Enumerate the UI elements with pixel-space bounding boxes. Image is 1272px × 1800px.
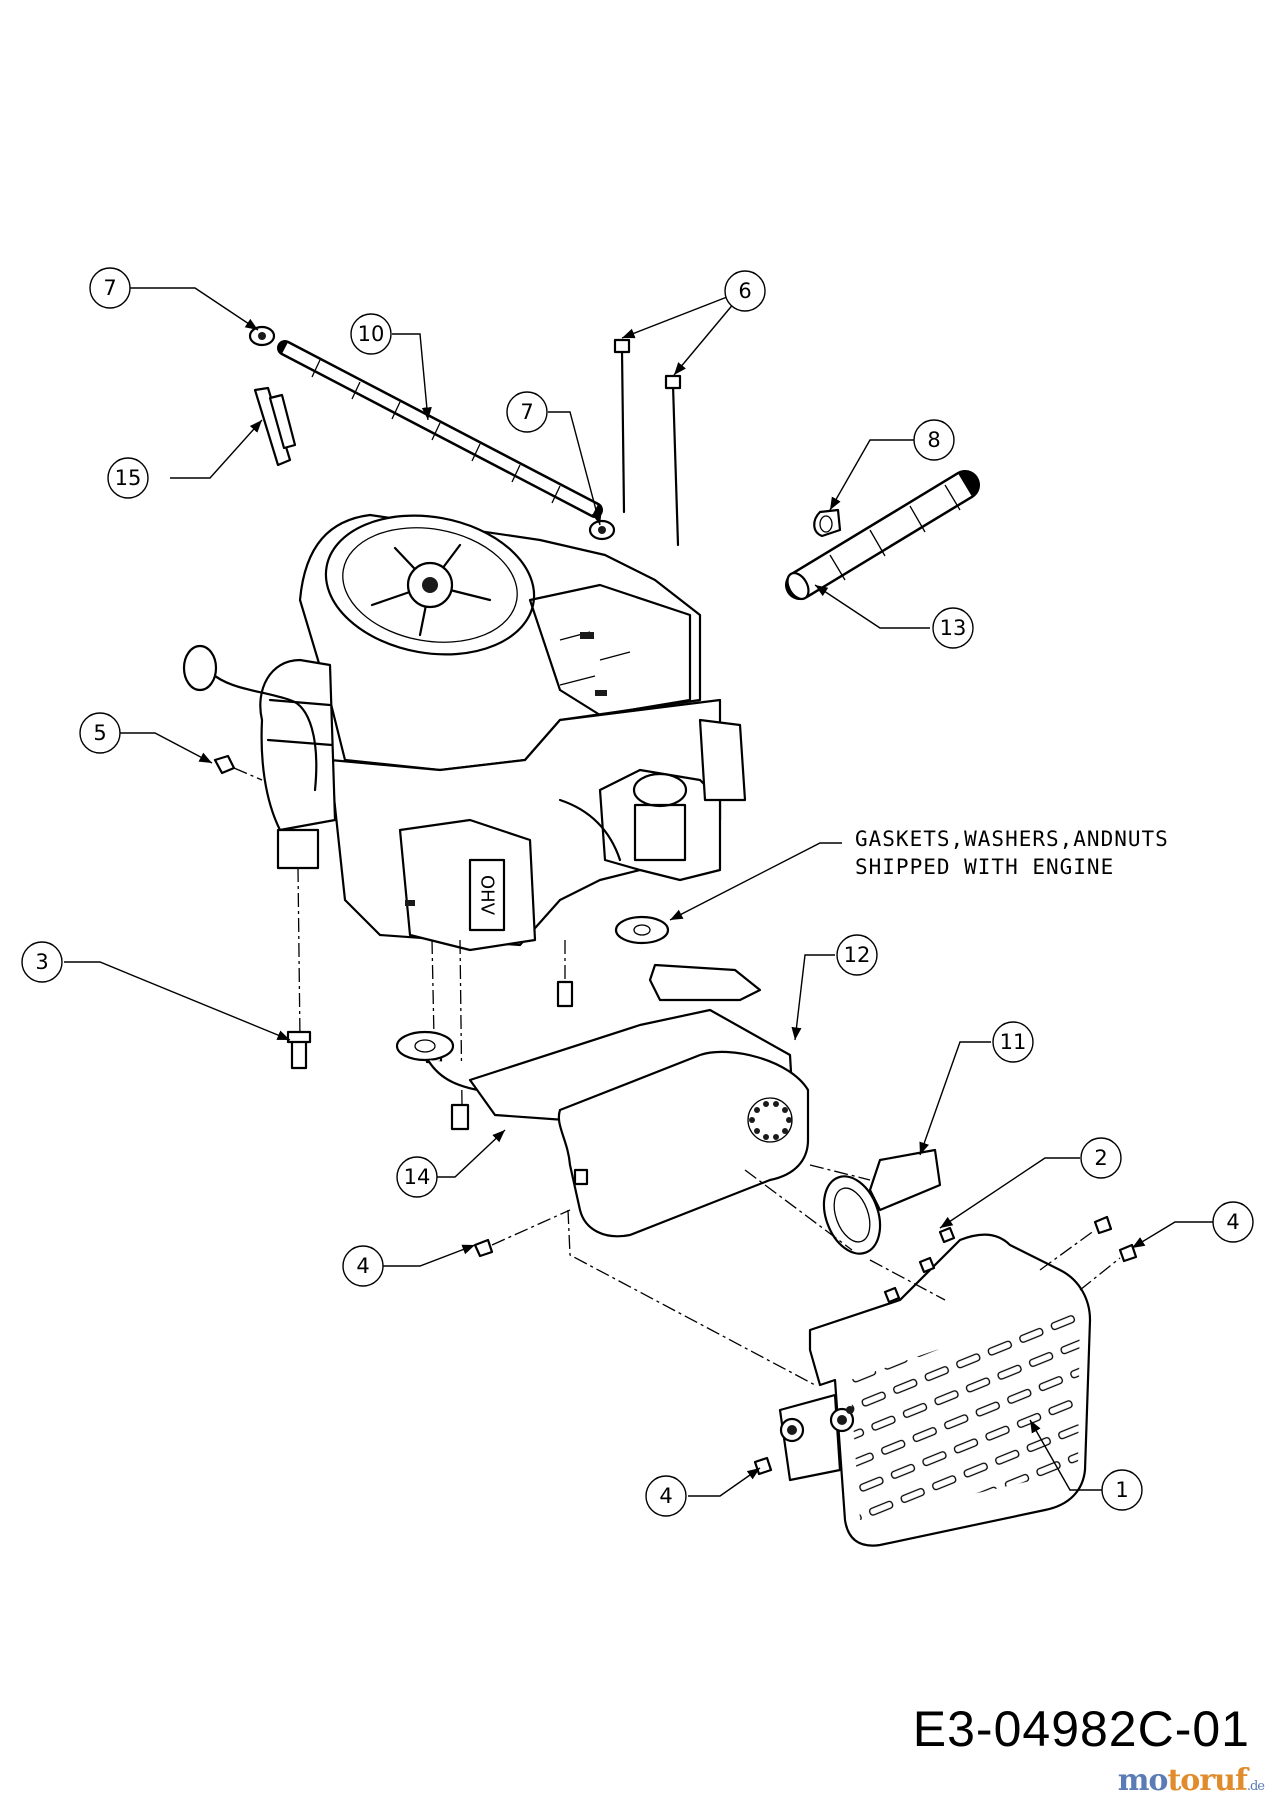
muffler-14: [427, 963, 810, 1238]
callout-label: 6: [738, 279, 751, 303]
callout-label: 2: [1094, 1146, 1107, 1170]
drawing-id: E3-04982C-01: [912, 1701, 1250, 1757]
muffler-guard-1: [778, 1233, 1092, 1547]
watermark-part-2: toruf: [1167, 1763, 1247, 1798]
callout-label: 4: [356, 1254, 369, 1278]
watermark-suffix: .de: [1246, 1779, 1265, 1794]
muffler-holes-icon: [749, 1101, 792, 1140]
callout-4-left: 4: [342, 1245, 384, 1287]
watermark-part-1: mo: [1117, 1763, 1169, 1798]
callout-label: 8: [927, 428, 940, 452]
callout-12: 12: [836, 934, 878, 976]
callout-3: 3: [21, 941, 63, 983]
shipping-note: GASKETS,WASHERS,ANDNUTS SHIPPED WITH ENG…: [855, 827, 1169, 879]
callout-label: 4: [659, 1484, 672, 1508]
gasket-right-icon: [614, 915, 670, 945]
hose-13: [785, 470, 980, 601]
callout-8: 8: [913, 419, 955, 461]
callout-label: 3: [35, 950, 48, 974]
callout-label: 14: [404, 1165, 431, 1189]
callout-label: 10: [358, 322, 385, 346]
nut-5-icon: [213, 754, 263, 781]
clip-15-icon: [253, 386, 297, 467]
watermark-logo: motoruf.de: [1117, 1763, 1265, 1798]
callout-13: 13: [932, 607, 974, 649]
callout-label: 4: [1226, 1210, 1239, 1234]
cable-ties-6: [613, 338, 682, 547]
engine: OHV: [182, 513, 747, 952]
callout-7-lower: 7: [506, 391, 548, 433]
clamp-8-icon: [813, 508, 842, 538]
callout-label: 5: [93, 721, 106, 745]
callout-7-upper: 7: [89, 267, 131, 309]
callout-label: 12: [844, 943, 871, 967]
ohv-badge: OHV: [468, 858, 506, 932]
flywheel-spokes-icon: [370, 543, 492, 637]
callout-label: 7: [520, 400, 533, 424]
callout-label: 7: [103, 276, 116, 300]
fuel-filter-icon: [182, 644, 218, 692]
gasket-left-icon: [395, 1030, 455, 1062]
callout-10: 10: [350, 313, 392, 355]
callout-label: 1: [1115, 1478, 1128, 1502]
hose-clamp-7-upper-icon: [248, 325, 276, 347]
hose-clamp-7-lower-icon: [588, 519, 616, 541]
callout-1: 1: [1101, 1469, 1143, 1511]
callout-label: 15: [115, 466, 142, 490]
spark-arrestor-11: [744, 1148, 942, 1255]
callout-6: 6: [724, 270, 766, 312]
callout-14: 14: [396, 1156, 438, 1198]
hose-10: [277, 340, 603, 518]
callout-label: 11: [1000, 1030, 1027, 1054]
note-line-2: SHIPPED WITH ENGINE: [855, 855, 1114, 879]
callout-4-right: 4: [1212, 1201, 1254, 1243]
callout-2: 2: [1080, 1137, 1122, 1179]
ohv-label: OHV: [477, 875, 498, 916]
callout-label: 13: [940, 616, 967, 640]
callout-5: 5: [79, 712, 121, 754]
callout-11: 11: [992, 1021, 1034, 1063]
screws-4: [473, 1209, 1138, 1476]
note-line-1: GASKETS,WASHERS,ANDNUTS: [855, 827, 1169, 851]
callout-15: 15: [107, 457, 149, 499]
callout-4-bottom: 4: [645, 1475, 687, 1517]
